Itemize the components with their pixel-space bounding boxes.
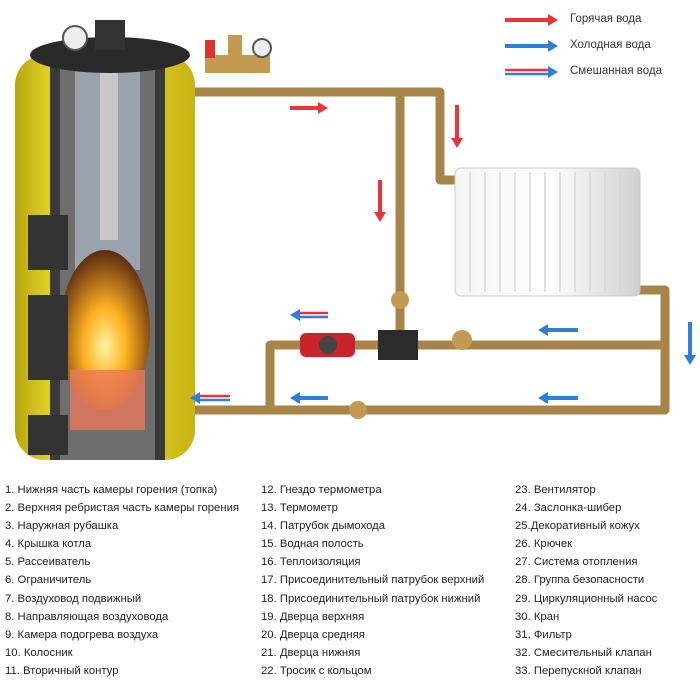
filter: [452, 330, 472, 350]
part-item: 6. Ограничитель: [5, 574, 92, 587]
bypass-valve: [349, 401, 367, 419]
part-item: 1. Нижняя часть камеры горения (топка): [5, 484, 218, 496]
part-item: 20. Дверца средняя: [261, 628, 365, 641]
part-item: 12. Гнездо термометра: [261, 484, 382, 496]
legend-mixed: Смешанная вода: [570, 65, 662, 77]
part-item: 26. Крючек: [515, 538, 573, 551]
part-item: 8. Направляющая воздуховода: [5, 610, 169, 623]
flow-arrows: [190, 102, 696, 404]
part-item: 2. Верхняя ребристая часть камеры горени…: [5, 502, 239, 515]
part-item: 7. Воздуховод подвижный: [5, 592, 142, 605]
parts-list-col2: 12. Гнездо термометра 13. Термометр 14. …: [261, 481, 484, 680]
pipework: [185, 87, 670, 415]
part-item: 29. Циркуляционный насос: [515, 592, 658, 605]
radiator: [454, 167, 641, 297]
legend-hot: Горячая вода: [570, 13, 642, 25]
part-item: 4. Крышка котла: [5, 538, 92, 551]
part-item: 30. Кран: [515, 610, 560, 623]
legend-arrows: [505, 14, 558, 78]
part-item: 31. Фильтр: [515, 628, 572, 641]
part-item: 16. Теплоизоляция: [261, 556, 361, 569]
part-item: 10. Колосник: [5, 646, 73, 659]
part-item: 21. Дверца нижняя: [261, 646, 361, 659]
part-item: 5. Рассеиватель: [5, 556, 91, 569]
parts-list-col1: 1. Нижняя часть камеры горения (топка) 2…: [5, 481, 239, 680]
parts-list-col3: 23. Вентилятор 24. Заслонка-шибер 25.Дек…: [515, 481, 657, 680]
part-item: 27. Система отопления: [515, 556, 638, 569]
part-item: 33. Перепускной клапан: [515, 664, 642, 677]
part-item: 19. Дверца верхняя: [261, 610, 365, 623]
part-item: 9. Камера подогрева воздуха: [5, 628, 159, 641]
part-item: 3. Наружная рубашка: [5, 520, 119, 533]
tap: [391, 291, 409, 309]
part-item: 23. Вентилятор: [515, 484, 596, 496]
circulation-pump: [300, 333, 355, 357]
diagram-drawing: [15, 14, 696, 460]
mixing-valve: [378, 330, 418, 360]
part-item: 32. Смесительный клапан: [515, 646, 652, 659]
legend-cold: Холодная вода: [570, 39, 651, 51]
part-item: 13. Термометр: [261, 502, 338, 515]
part-item: 18. Присоединительный патрубок нижний: [261, 592, 481, 605]
part-item: 28. Группа безопасности: [515, 574, 645, 587]
part-item: 15. Водная полость: [261, 538, 364, 551]
part-item: 25.Декоративный кожух: [515, 520, 640, 533]
part-item: 11. Вторичный контур: [5, 664, 119, 677]
part-item: 24. Заслонка-шибер: [515, 502, 622, 515]
part-item: 14. Патрубок дымохода: [261, 520, 386, 533]
part-item: 22. Тросик с кольцом: [261, 664, 372, 677]
part-item: 17. Присоединительный патрубок верхний: [261, 574, 485, 587]
safety-group: [205, 35, 272, 73]
boiler: [15, 20, 195, 460]
